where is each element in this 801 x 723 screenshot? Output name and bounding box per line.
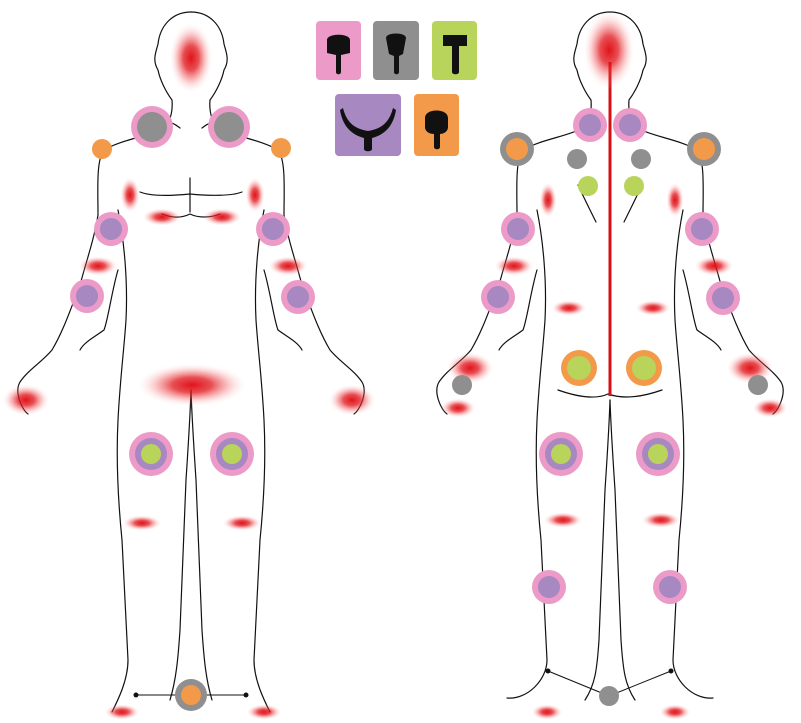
- point-foot-front[interactable]: [175, 679, 207, 711]
- point-thigh-center[interactable]: [551, 444, 571, 464]
- heat-spot: [120, 177, 140, 213]
- legend-tile-gray[interactable]: [373, 21, 419, 80]
- point-calf-back-left[interactable]: [532, 570, 566, 604]
- tool-legend: [316, 21, 477, 156]
- legend-tile-pink[interactable]: [316, 21, 361, 80]
- point-upperarm-back-right[interactable]: [685, 212, 719, 246]
- point-hand-back-right[interactable]: [748, 375, 768, 395]
- point-neck-right[interactable]: [208, 106, 250, 148]
- point-forearm-back-left[interactable]: [481, 280, 515, 314]
- point-thigh-center[interactable]: [141, 444, 161, 464]
- heat-spot: [78, 256, 118, 276]
- heat-spot: [222, 515, 262, 531]
- point-midback-left[interactable]: [578, 176, 598, 196]
- point-shoulder-back-left[interactable]: [500, 132, 534, 166]
- heat-spot-foot: [659, 704, 691, 720]
- heat-spot: [543, 512, 583, 528]
- heat-spot-hand: [328, 384, 376, 416]
- front-body-outline: [18, 12, 364, 712]
- heat-spot: [142, 208, 182, 226]
- point-shoulder-right[interactable]: [271, 138, 291, 158]
- heat-spot: [202, 208, 242, 226]
- point-foot-back[interactable]: [599, 686, 619, 706]
- heat-spot: [539, 182, 557, 218]
- heat-spot: [122, 515, 162, 531]
- heat-spot: [268, 256, 308, 276]
- point-thigh-center[interactable]: [222, 444, 242, 464]
- point-thigh-center[interactable]: [648, 444, 668, 464]
- point-scapula-right[interactable]: [631, 149, 651, 169]
- heat-spot-pelvis-front: [136, 363, 248, 407]
- legend-tile-green[interactable]: [432, 21, 477, 80]
- point-neck-left[interactable]: [131, 106, 173, 148]
- point-lowback-right[interactable]: [626, 350, 662, 386]
- point-upper-back-right[interactable]: [613, 108, 647, 142]
- heat-spot: [752, 398, 788, 418]
- legend-tile-orange[interactable]: [414, 94, 459, 156]
- point-scapula-left[interactable]: [567, 149, 587, 169]
- point-upperarm-right[interactable]: [256, 212, 290, 246]
- point-forearm-left[interactable]: [70, 279, 104, 313]
- heat-spot: [551, 300, 587, 316]
- point-forearm-right[interactable]: [281, 280, 315, 314]
- heat-spot-foot: [531, 704, 563, 720]
- legend-tile-purple[interactable]: [335, 94, 401, 156]
- point-upper-back-left[interactable]: [573, 108, 607, 142]
- heat-spot: [694, 256, 734, 276]
- point-shoulder-left[interactable]: [92, 139, 112, 159]
- point-shoulder-back-right[interactable]: [687, 132, 721, 166]
- heat-spot: [666, 182, 684, 218]
- heat-spot-foot: [246, 704, 282, 720]
- point-calf-back-right[interactable]: [653, 570, 687, 604]
- heat-spot: [440, 398, 476, 418]
- heat-spot: [494, 256, 534, 276]
- heat-spot-head-front: [169, 22, 213, 94]
- point-upperarm-left[interactable]: [94, 212, 128, 246]
- treatment-points: [70, 106, 768, 711]
- point-lowback-left[interactable]: [561, 350, 597, 386]
- heat-spot-foot: [104, 704, 140, 720]
- point-upperarm-back-left[interactable]: [501, 212, 535, 246]
- heat-spot: [641, 512, 681, 528]
- heat-spot: [245, 177, 265, 213]
- heat-spot-head-back: [583, 10, 635, 90]
- point-midback-right[interactable]: [624, 176, 644, 196]
- point-forearm-back-right[interactable]: [706, 281, 740, 315]
- point-hand-back-left[interactable]: [452, 375, 472, 395]
- heat-spot-hand: [2, 384, 50, 416]
- heat-spot: [635, 300, 671, 316]
